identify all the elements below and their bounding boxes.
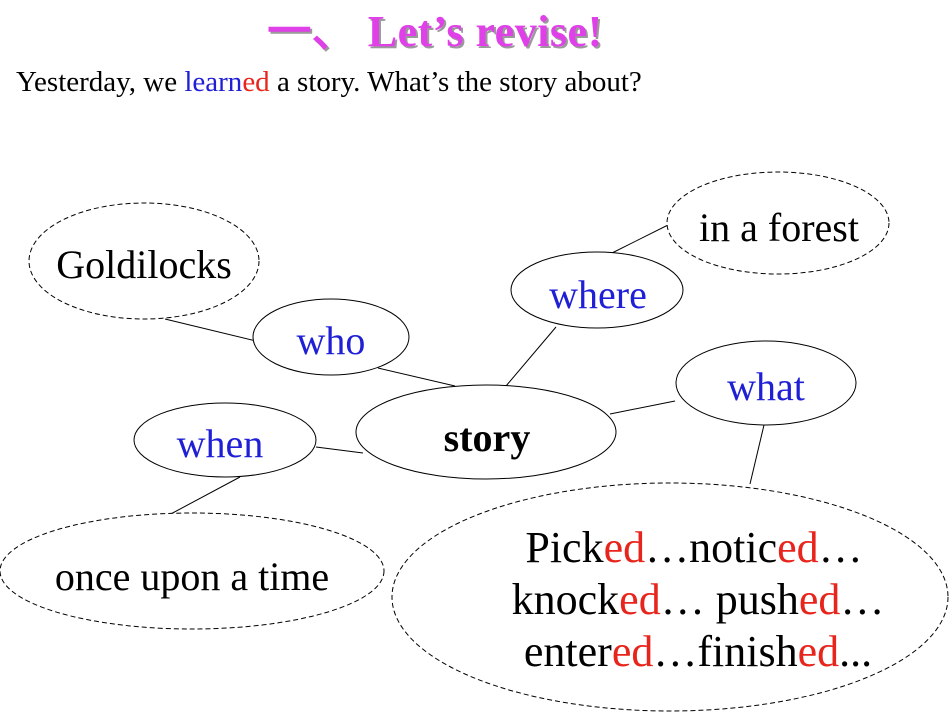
verb-stem: knock <box>512 575 620 624</box>
verbs-bubble <box>391 482 949 712</box>
verb-ellipsis: … <box>819 523 863 572</box>
what-label: what <box>727 364 805 409</box>
verb-stem: push <box>716 575 799 624</box>
when-label: when <box>177 421 264 466</box>
verb-suffix: ed <box>777 523 819 572</box>
title-prefix: 一、 <box>267 7 357 56</box>
verbs-line-3: entered…finished... <box>524 627 872 676</box>
where-bubble <box>510 251 684 329</box>
verb-suffix: ed <box>619 575 661 624</box>
question-part2: a story. What’s the story about? <box>269 66 642 98</box>
who-bubble <box>252 298 410 376</box>
verb-stem: finish <box>697 627 797 676</box>
connector-forest-where <box>611 224 669 254</box>
goldilocks-bubble <box>28 202 260 320</box>
connector-goldilocks-who <box>164 318 257 342</box>
time-bubble <box>0 512 385 630</box>
what-bubble <box>675 340 857 426</box>
verb-suffix: ed <box>798 627 840 676</box>
connector-when-story <box>315 446 364 454</box>
question-verb-suffix: ed <box>242 66 270 98</box>
story-bubble <box>355 384 617 480</box>
where-label: where <box>549 272 647 317</box>
verbs-line-2: knocked… pushed… <box>512 575 885 624</box>
title-main: Let’s revise! <box>367 7 603 56</box>
connector-where-story <box>505 326 557 387</box>
verb-ellipsis: … <box>661 575 716 624</box>
goldilocks-label: Goldilocks <box>56 242 232 287</box>
verbs-line-1: Picked…noticed… <box>525 523 862 572</box>
verb-suffix: ed <box>604 523 646 572</box>
connector-who-story <box>377 367 456 387</box>
verb-stem: Pick <box>525 523 603 572</box>
verb-stem: notic <box>689 523 777 572</box>
connector-when-time <box>166 476 241 517</box>
slide-title: 一、 Let’s revise! <box>0 6 870 58</box>
verb-ellipsis: … <box>645 523 689 572</box>
forest-bubble <box>666 171 890 275</box>
question-verb-stem: learn <box>184 66 243 98</box>
verb-stem: enter <box>524 627 612 676</box>
verb-ellipsis: … <box>840 575 884 624</box>
story-label: story <box>444 415 531 460</box>
question-text: Yesterday, we learned a story. What’s th… <box>16 62 642 102</box>
who-label: who <box>297 318 366 363</box>
forest-label: in a forest <box>699 205 859 250</box>
verb-suffix: ed <box>799 575 841 624</box>
verb-ellipsis: … <box>653 627 697 676</box>
connector-what-verbs <box>749 424 765 485</box>
time-label: once upon a time <box>55 554 329 599</box>
when-bubble <box>133 402 317 478</box>
verb-suffix: ed <box>612 627 654 676</box>
verb-ellipsis: ... <box>839 627 872 676</box>
question-part1: Yesterday, we <box>16 66 185 98</box>
connector-what-story <box>609 400 676 415</box>
